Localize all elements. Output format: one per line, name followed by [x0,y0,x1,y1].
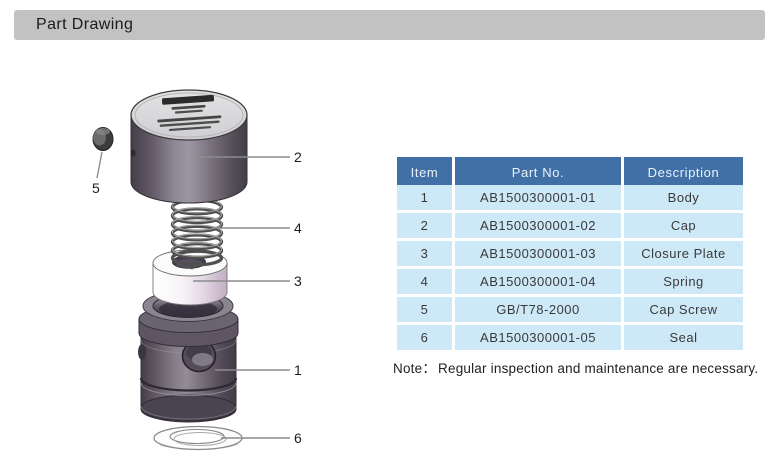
callout-label-3: 3 [294,273,302,289]
table-cell-item: 6 [397,325,452,350]
table-cell-item: 3 [397,241,452,266]
table-cell-description: Closure Plate [624,241,743,266]
table-cell-description: Cap Screw [624,297,743,322]
table-cell-description: Body [624,185,743,210]
table-cell-description: Spring [624,269,743,294]
table-header-part-no: Part No. [455,157,621,187]
spring-part [170,198,224,270]
table-header-description: Description [624,157,743,187]
cap-part [130,89,248,204]
callout-label-5: 5 [92,180,100,196]
callout-label-4: 4 [294,220,302,236]
page-title: Part Drawing [36,16,134,33]
section-title-bar: Part Drawing [14,10,765,40]
note: Note：Regular inspection and maintenance … [393,357,758,377]
table-cell-part_no: AB1500300001-01 [455,185,621,210]
table-cell-description: Seal [624,325,743,350]
table-cell-part_no: AB1500300001-02 [455,213,621,238]
body-part [138,290,239,423]
note-label: Note： [393,361,437,376]
seal-part [153,425,243,451]
table-header-item: Item [397,157,452,187]
callout-lines [96,151,290,439]
table-cell-part_no: GB/T78-2000 [455,297,621,322]
table-cell-item: 4 [397,269,452,294]
table-cell-description: Cap [624,213,743,238]
table-cell-item: 2 [397,213,452,238]
callout-line-5 [96,151,103,179]
table-cell-part_no: AB1500300001-05 [455,325,621,350]
table-cell-item: 5 [397,297,452,322]
cap-screw-part [92,127,114,151]
note-text: Regular inspection and maintenance are n… [438,361,759,376]
table-cell-part_no: AB1500300001-04 [455,269,621,294]
callout-label-2: 2 [294,149,302,165]
callout-label-1: 1 [294,362,302,378]
callout-label-6: 6 [294,430,302,446]
exploded-view-drawing [92,89,290,451]
table-cell-part_no: AB1500300001-03 [455,241,621,266]
cap-label-print [157,94,222,132]
table-cell-item: 1 [397,185,452,210]
